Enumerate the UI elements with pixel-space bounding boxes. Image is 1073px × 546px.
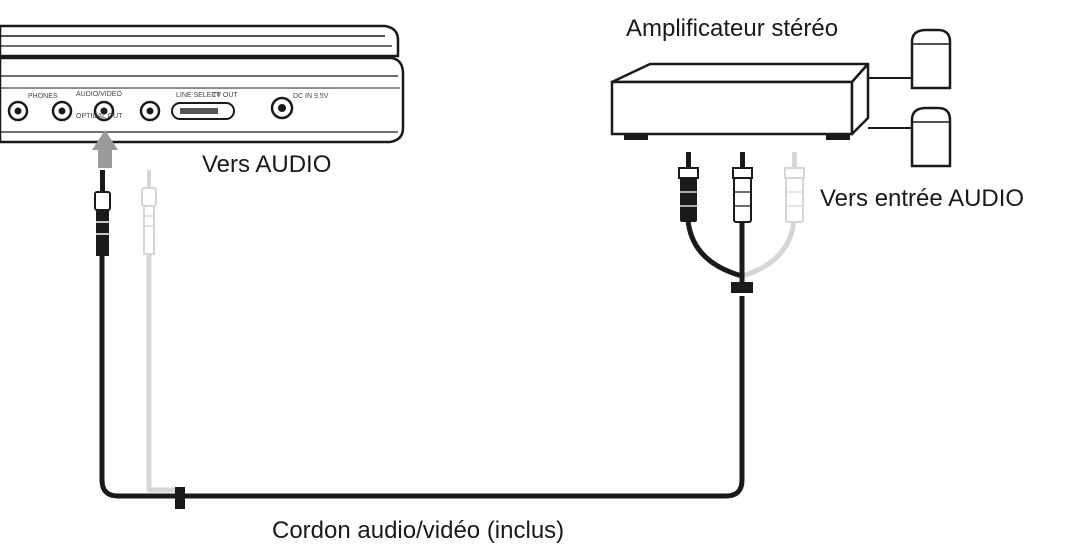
- cable-light: [146, 254, 180, 493]
- rca-lead-left: [685, 219, 743, 279]
- speaker-bottom: [910, 106, 952, 168]
- audio-video-label: AUDIO/VIDEO: [76, 91, 122, 98]
- optical-out-label: OPTICAL OUT: [76, 113, 123, 120]
- to-audio-input-label: Vers entrée AUDIO: [820, 185, 1024, 212]
- cable-clip-bottom: [175, 487, 185, 509]
- player-body: [0, 56, 405, 144]
- line-select-switch: [171, 102, 235, 120]
- dc-in-label: DC IN 9.5V: [293, 93, 329, 100]
- mini-plug-dark: [94, 170, 111, 256]
- phones-jack: [7, 100, 29, 122]
- cable-clip-right: [731, 282, 753, 293]
- stereo-amplifier: [610, 62, 870, 140]
- tv-out-label: TV OUT: [212, 92, 238, 99]
- line-select-label: LINE SELECT: [176, 92, 221, 99]
- player-lid: [0, 24, 400, 58]
- rca-plug-light: [784, 152, 805, 223]
- cable-dark: [99, 256, 745, 499]
- speaker-top: [910, 28, 952, 90]
- to-audio-label: Vers AUDIO: [202, 151, 331, 178]
- cable-label: Cordon audio/vidéo (inclus): [272, 517, 564, 544]
- mini-plug-light: [141, 170, 157, 255]
- tv-out-jack: [139, 100, 161, 122]
- audio-video-jack: [93, 100, 115, 122]
- phones-jack-2: [51, 100, 73, 122]
- dc-in-jack: [270, 96, 294, 120]
- rca-plug-center: [732, 152, 753, 223]
- rca-plug-left: [678, 152, 699, 222]
- phones-label: PHONES: [28, 93, 58, 100]
- dvd-player: PHONES AUDIO/VIDEO OPTICAL OUT LINE SELE…: [0, 24, 405, 144]
- up-arrow-icon: [92, 130, 118, 168]
- amplifier-label: Amplificateur stéréo: [626, 15, 838, 42]
- rca-lead-light: [741, 219, 797, 279]
